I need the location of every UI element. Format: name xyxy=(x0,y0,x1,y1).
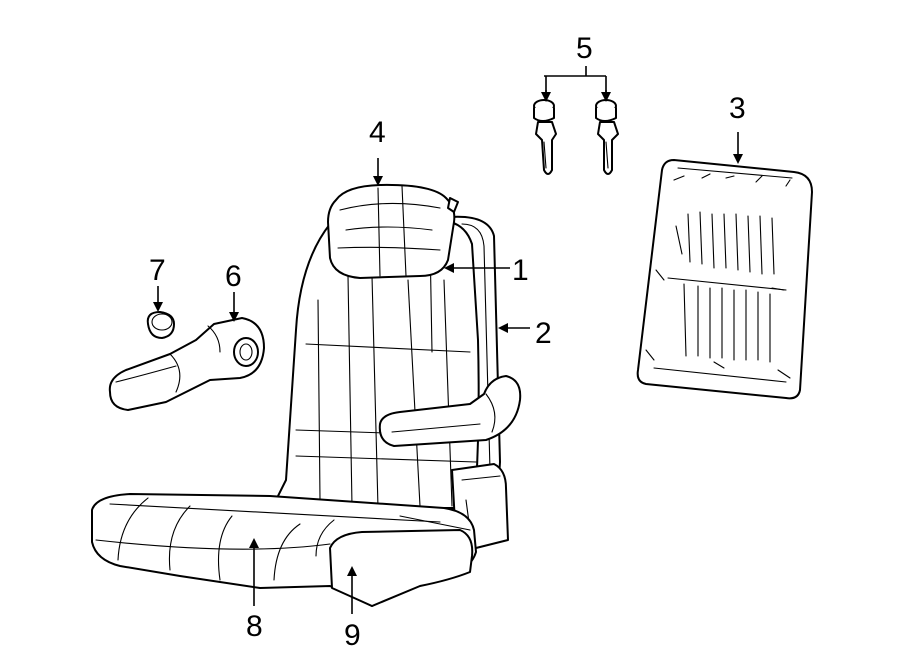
seat-cushion-cover xyxy=(273,519,474,607)
callout-9: 9 xyxy=(344,619,361,652)
callout-7: 7 xyxy=(149,254,166,287)
callout-6: 6 xyxy=(225,260,242,293)
loose-armrest xyxy=(108,317,265,411)
headrest-guide-right xyxy=(595,99,619,175)
installed-armrest xyxy=(378,375,522,447)
callout-4: 4 xyxy=(369,116,386,149)
callout-3: 3 xyxy=(729,92,746,125)
leader-lines xyxy=(153,66,743,614)
callout-2: 2 xyxy=(535,317,552,350)
callout-5: 5 xyxy=(576,32,593,65)
callout-labels: 1 2 3 4 5 6 7 8 9 xyxy=(149,32,746,652)
callout-8: 8 xyxy=(246,610,263,643)
seat-back-rear-panel xyxy=(636,159,813,400)
leader-5 xyxy=(544,66,607,100)
callout-1: 1 xyxy=(512,254,529,287)
headrest-guide-left xyxy=(533,99,557,175)
headrest xyxy=(327,183,459,279)
armrest-cap xyxy=(146,311,175,339)
